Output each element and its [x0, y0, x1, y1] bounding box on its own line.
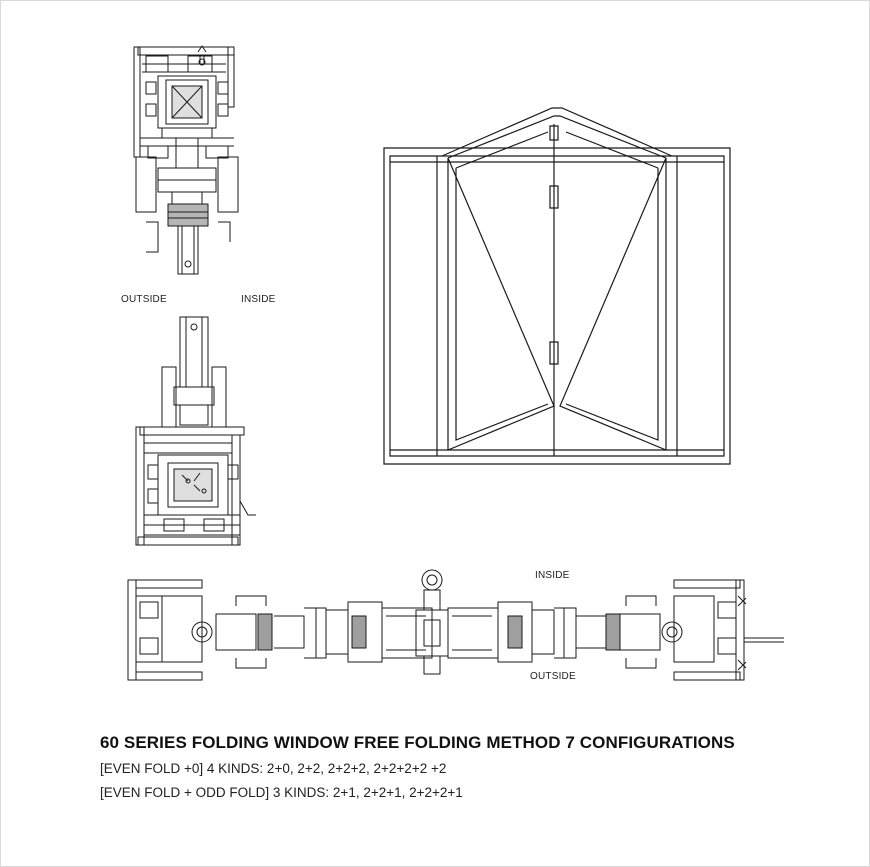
- caption-line-odd-fold: [EVEN FOLD + ODD FOLD] 3 KINDS: 2+1, 2+2…: [100, 785, 463, 800]
- caption-title: 60 SERIES FOLDING WINDOW FREE FOLDING ME…: [100, 733, 735, 752]
- plan-section-drawing: [126, 566, 786, 686]
- head-section-drawing: [128, 42, 248, 277]
- inside-label-vertical: INSIDE: [241, 294, 276, 305]
- outside-label-vertical: OUTSIDE: [121, 294, 167, 305]
- sill-section-drawing: [134, 315, 254, 547]
- outside-label-horizontal: OUTSIDE: [530, 671, 576, 682]
- caption-line-even-fold: [EVEN FOLD +0] 4 KINDS: 2+0, 2+2, 2+2+2,…: [100, 761, 447, 776]
- window-elevation-drawing: [382, 106, 732, 466]
- inside-label-horizontal: INSIDE: [535, 570, 570, 581]
